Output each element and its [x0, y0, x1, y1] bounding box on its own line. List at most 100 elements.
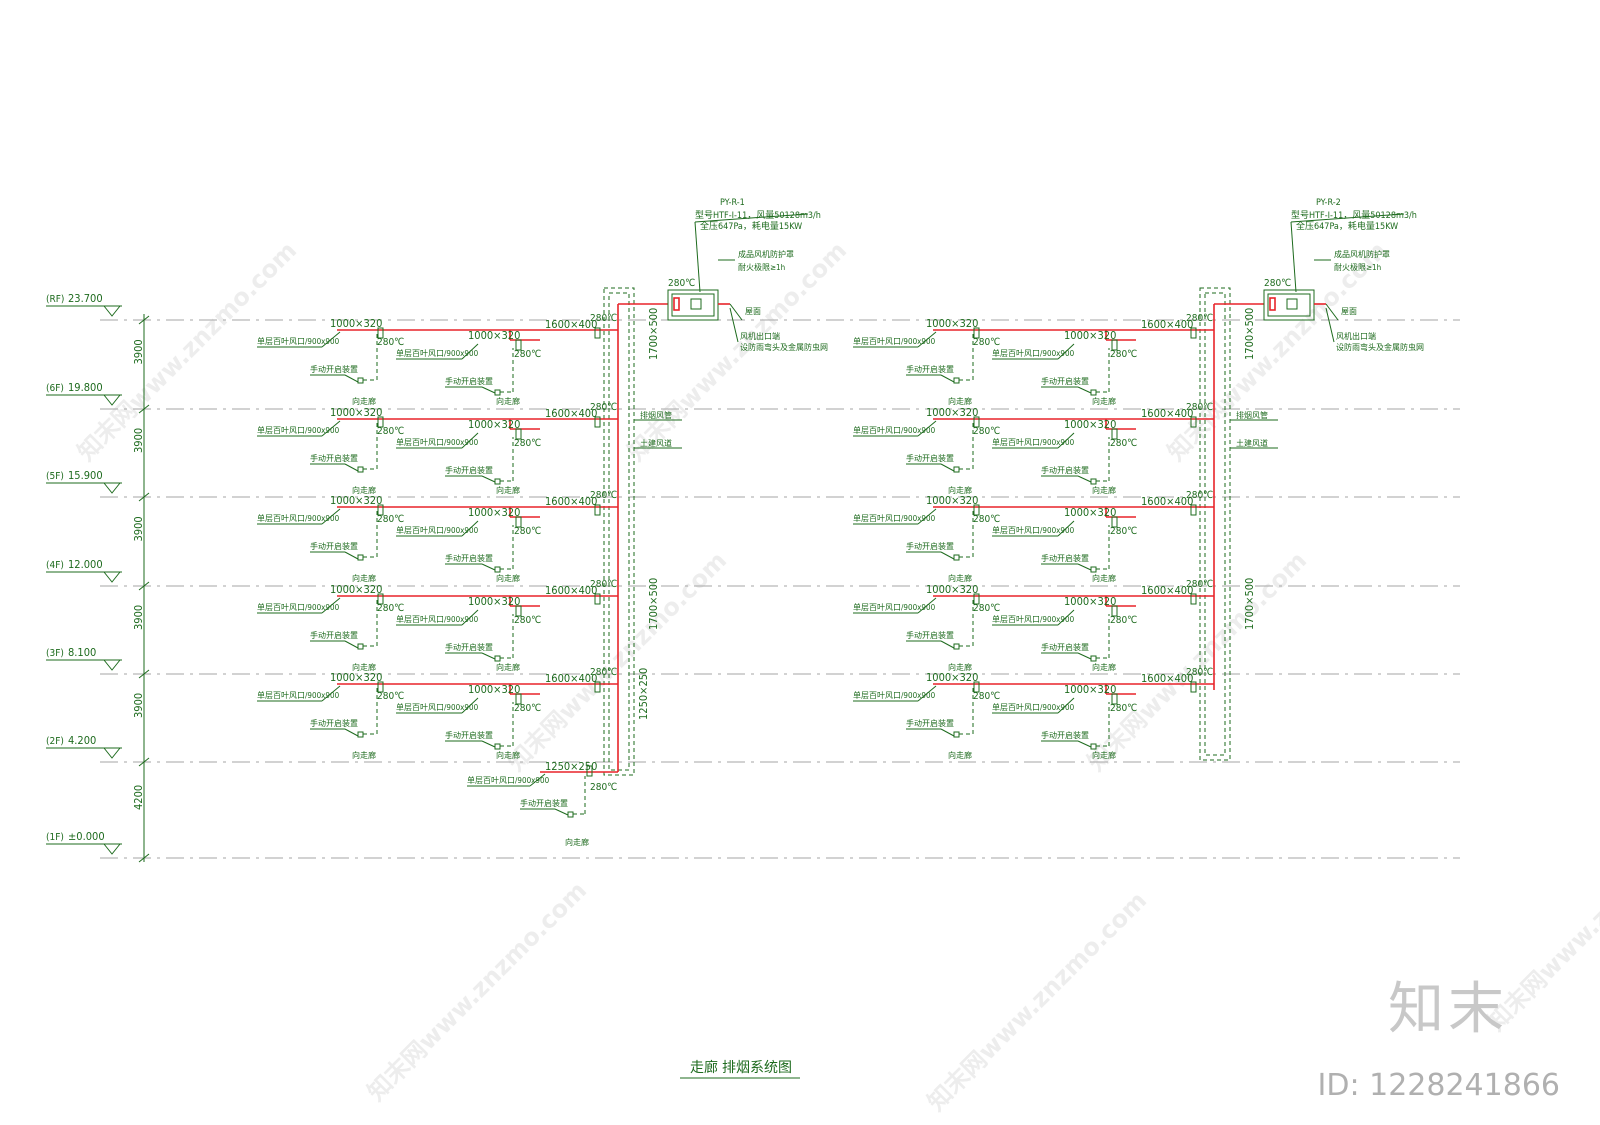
corridor-label: 向走廊 [496, 573, 520, 583]
corridor-label: 向走廊 [948, 662, 972, 672]
shaft-outline [603, 287, 635, 776]
duct-size-label: 1000×320 [468, 683, 520, 696]
leader-line [694, 213, 809, 223]
floor-spacing: 3900 [132, 693, 145, 718]
fire-damper-icon [377, 416, 384, 428]
corridor-label: 向走廊 [352, 662, 376, 672]
manual-opener-icon [357, 377, 364, 384]
leader-line [554, 808, 569, 816]
floor-spacing: 3900 [132, 339, 145, 364]
air-inlet-label: 单层百叶风口/900x900 [257, 336, 340, 346]
manual-device-label: 手动开启装置 [310, 453, 358, 463]
corridor-label: 向走廊 [496, 662, 520, 672]
level-marker-icon [103, 571, 121, 583]
image-id: ID: 1228241866 [1317, 1068, 1560, 1103]
watermark-text: 知末网www.znzmo.com [362, 876, 592, 1106]
system-py-r-1: 280℃PY-R-1型号HTF-I-11，风量50128m3/h全压647Pa，… [257, 198, 828, 847]
fan-inner-frame [1267, 293, 1311, 317]
temperature-label: 280℃ [514, 349, 541, 360]
leader-line [321, 420, 341, 437]
manual-opener-icon [1090, 655, 1097, 662]
duct-size-label: 1600×400 [1141, 584, 1193, 597]
fire-damper-icon [586, 765, 593, 777]
fan-hood-label: 成品风机防护罩 [1334, 249, 1390, 259]
fire-damper-icon [377, 593, 384, 605]
fire-damper-icon [515, 339, 522, 351]
air-inlet-label: 单层百叶风口/900x900 [992, 525, 1075, 535]
fan-motor-icon [690, 298, 702, 310]
shaft-outline [1199, 287, 1231, 761]
system-id: PY-R-2 [1316, 198, 1341, 208]
leader-line [1057, 697, 1075, 714]
leader-line [1057, 343, 1075, 360]
fire-damper-icon [594, 416, 601, 428]
temperature-label: 280℃ [1110, 526, 1137, 537]
duct-size-label: 1600×400 [1141, 672, 1193, 685]
manual-opener-icon [567, 811, 574, 818]
fire-damper-icon [377, 327, 384, 339]
brand-logo: 知末 [1388, 977, 1508, 1042]
temperature-label: 280℃ [1186, 402, 1213, 413]
level-elevation: 12.000 [68, 558, 103, 571]
manual-device-label: 手动开启装置 [906, 541, 954, 551]
temperature-label: 280℃ [973, 337, 1000, 348]
temperature-label: 280℃ [1186, 313, 1213, 324]
manual-device-label: 手动开启装置 [445, 553, 493, 563]
manual-opener-icon [494, 389, 501, 396]
duct-size-label: 1000×320 [468, 329, 520, 342]
corridor-label: 向走廊 [1092, 662, 1116, 672]
duct-size-label: 1600×400 [1141, 495, 1193, 508]
dimension-tick [138, 669, 150, 679]
riser-size-label: 1700×500 [647, 578, 660, 630]
leader-line [1077, 475, 1092, 483]
leader-line [481, 563, 496, 571]
fire-damper-icon [515, 693, 522, 705]
corridor-label: 向走廊 [496, 750, 520, 760]
leader-line [321, 331, 341, 348]
fire-damper-icon [1190, 681, 1197, 693]
floor-spacing: 3900 [132, 605, 145, 630]
manual-opener-icon [953, 643, 960, 650]
temperature-label: 280℃ [1110, 438, 1137, 449]
manual-device-label: 手动开启装置 [906, 630, 954, 640]
air-inlet-label: 单层百叶风口/900x900 [992, 437, 1075, 447]
exhaust-duct-label: 排烟风管 [1236, 410, 1268, 420]
air-inlet-label: 单层百叶风口/900x900 [467, 775, 550, 785]
manual-device-label: 手动开启装置 [1041, 553, 1089, 563]
dimension-tick [138, 404, 150, 414]
fire-damper-icon [973, 327, 980, 339]
air-inlet-label: 单层百叶风口/900x900 [396, 702, 479, 712]
manual-device-label: 手动开启装置 [310, 364, 358, 374]
fire-damper-icon [515, 605, 522, 617]
temperature-label: 280℃ [590, 490, 617, 501]
duct-size-label: 1000×320 [330, 317, 382, 330]
duct-size-label: 1000×320 [468, 595, 520, 608]
leader-line [461, 697, 479, 714]
riser-size-label: 1700×500 [1243, 308, 1256, 360]
manual-opener-icon [953, 554, 960, 561]
temperature-label: 280℃ [1186, 490, 1213, 501]
floor-levels: (RF)23.700(6F)19.800(5F)15.900(4F)12.000… [46, 292, 1460, 863]
level-elevation: 15.900 [68, 469, 103, 482]
duct-size-label: 1000×320 [926, 494, 978, 507]
fire-damper-icon [1269, 297, 1276, 311]
manual-opener-icon [357, 466, 364, 473]
temperature-label: 280℃ [377, 426, 404, 437]
dimension-tick [138, 757, 150, 767]
drawing-title: 走廊 排烟系统图 [690, 1059, 792, 1076]
civil-shaft-label: 土建风道 [1236, 438, 1268, 448]
air-inlet-label: 单层百叶风口/900x900 [853, 425, 936, 435]
leader-line [1290, 213, 1405, 223]
manual-device-label: 手动开启装置 [310, 541, 358, 551]
fire-damper-icon [973, 593, 980, 605]
temperature-label: 280℃ [377, 691, 404, 702]
dimension-tick [138, 492, 150, 502]
temperature-label: 280℃ [514, 615, 541, 626]
duct-size-label: 1600×400 [545, 495, 597, 508]
leader-line [1057, 432, 1075, 449]
exhaust-duct-label: 排烟风管 [640, 410, 672, 420]
manual-device-label: 手动开启装置 [310, 718, 358, 728]
leader-line [461, 432, 479, 449]
leader-line [940, 551, 955, 560]
manual-device-label: 手动开启装置 [520, 798, 568, 808]
